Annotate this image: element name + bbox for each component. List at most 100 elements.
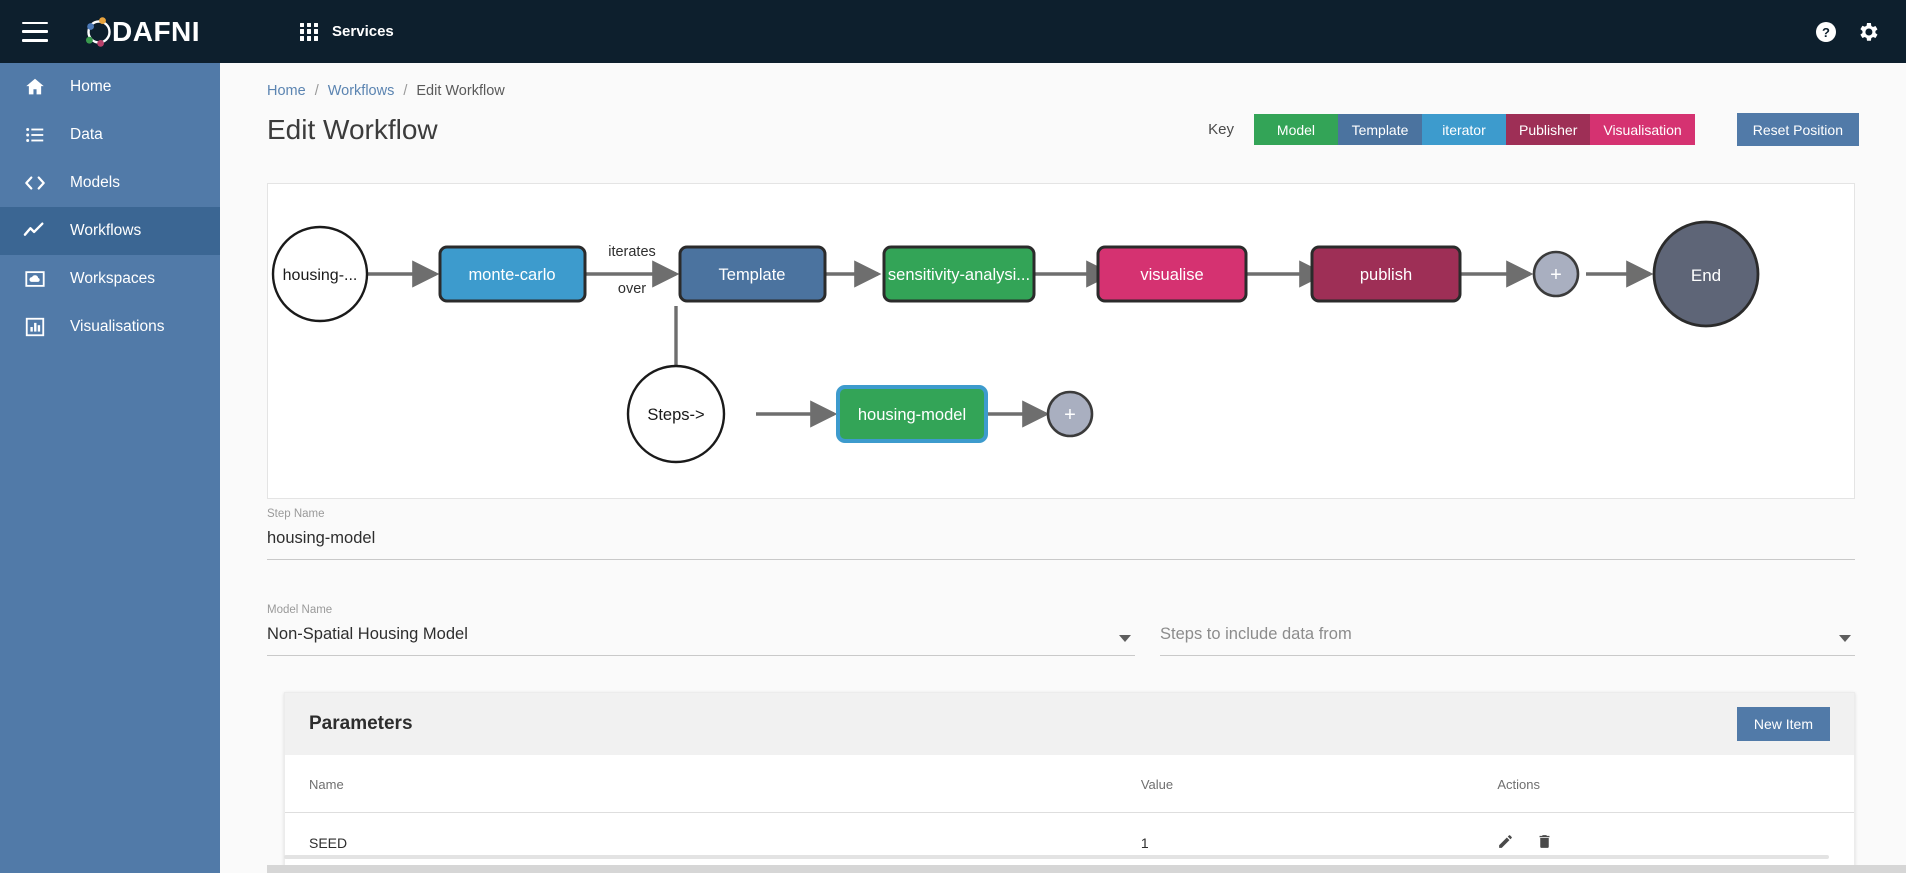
workflow-graph[interactable]: iterates over housing-... monte-carlo Te… xyxy=(268,184,1854,498)
model-name-label: Model Name xyxy=(267,604,333,616)
sidebar-item-home[interactable]: Home xyxy=(0,63,220,111)
graph-node-label: housing-model xyxy=(858,406,966,424)
graph-node-publish[interactable]: publish xyxy=(1310,245,1462,303)
breadcrumb-home[interactable]: Home xyxy=(267,83,306,99)
breadcrumb: Home / Workflows / Edit Workflow xyxy=(267,83,1906,99)
list-icon xyxy=(22,122,48,148)
steps-include-label xyxy=(1160,604,1855,616)
key-chip-model[interactable]: Model xyxy=(1253,114,1338,145)
graph-node-template[interactable]: Template xyxy=(678,245,827,303)
column-header-actions: Actions xyxy=(1497,755,1854,813)
dafni-logo[interactable]: DAFNI xyxy=(82,15,200,49)
help-circle-icon[interactable]: ? xyxy=(1814,20,1838,44)
new-item-button[interactable]: New Item xyxy=(1736,707,1830,741)
edge-label-iterates: iterates xyxy=(608,244,656,260)
apps-grid-icon xyxy=(300,22,319,41)
page-title: Edit Workflow xyxy=(267,113,438,145)
graph-node-label: sensitivity-analysi... xyxy=(888,266,1030,284)
field-underline xyxy=(267,559,1855,560)
graph-node-label: monte-carlo xyxy=(468,266,555,284)
breadcrumb-separator: / xyxy=(314,83,319,99)
model-name-field[interactable]: Model Name Non-Spatial Housing Model xyxy=(267,604,1135,656)
step-name-label: Step Name xyxy=(267,508,325,520)
services-button[interactable]: Services xyxy=(300,22,394,41)
sidebar-item-models[interactable]: Models xyxy=(0,159,220,207)
steps-include-field[interactable]: Steps to include data from xyxy=(1160,604,1855,656)
field-underline xyxy=(1160,655,1855,656)
graph-node-label: visualise xyxy=(1140,266,1203,284)
table-header-row: Name Value Actions xyxy=(285,755,1854,813)
edge-label-over: over xyxy=(618,281,646,297)
step-form: Step Name housing-model Model Name Non-S… xyxy=(267,508,1855,656)
breadcrumb-current: Edit Workflow xyxy=(416,83,505,99)
form-row: Model Name Non-Spatial Housing Model Ste… xyxy=(267,604,1855,656)
trend-line-icon xyxy=(22,218,48,244)
sidebar-item-label: Visualisations xyxy=(70,318,165,335)
key-chip-iterator[interactable]: iterator xyxy=(1421,114,1506,145)
legend-key: Key Model Template iterator Publisher Vi… xyxy=(1208,113,1859,146)
services-label: Services xyxy=(332,23,394,40)
model-name-select-value[interactable]: Non-Spatial Housing Model xyxy=(267,625,468,643)
brand-name: DAFNI xyxy=(112,15,201,47)
field-underline xyxy=(267,655,1135,656)
column-header-name: Name xyxy=(285,755,1141,813)
key-chip-publisher[interactable]: Publisher xyxy=(1505,114,1591,145)
graph-node-label: housing-... xyxy=(283,267,358,284)
parameters-header: Parameters New Item xyxy=(285,693,1854,755)
horizontal-scrollbar-track[interactable] xyxy=(284,855,1829,859)
parameter-value: 1 xyxy=(1140,835,1149,851)
graph-node-add-sub[interactable]: + xyxy=(1046,390,1094,438)
parameters-title: Parameters xyxy=(309,713,413,734)
parameter-name: SEED xyxy=(309,835,348,851)
graph-node-start[interactable]: housing-... xyxy=(271,225,369,323)
breadcrumb-separator: / xyxy=(403,83,408,99)
graph-node-housing-model[interactable]: housing-model xyxy=(836,385,988,443)
sidebar-item-visualisations[interactable]: Visualisations xyxy=(0,303,220,351)
chevron-down-icon[interactable] xyxy=(1119,635,1131,642)
code-brackets-icon xyxy=(22,170,48,196)
cloud-box-icon xyxy=(22,266,48,292)
page-scrollbar[interactable] xyxy=(267,865,1906,873)
svg-text:?: ? xyxy=(1822,25,1830,40)
sidebar-item-workflows[interactable]: Workflows xyxy=(0,207,220,255)
sidebar-item-data[interactable]: Data xyxy=(0,111,220,159)
parameter-actions xyxy=(1497,813,1854,873)
home-icon xyxy=(22,74,48,100)
trash-icon[interactable] xyxy=(1536,833,1553,853)
breadcrumb-workflows[interactable]: Workflows xyxy=(327,83,395,99)
steps-include-placeholder[interactable]: Steps to include data from xyxy=(1160,625,1352,643)
chevron-down-icon[interactable] xyxy=(1839,635,1851,642)
topbar-actions: ? xyxy=(1814,20,1880,44)
gear-icon[interactable] xyxy=(1856,20,1880,44)
graph-node-monte-carlo[interactable]: monte-carlo xyxy=(438,245,587,303)
graph-node-label: Steps-> xyxy=(647,406,704,424)
sidebar-item-label: Models xyxy=(70,174,120,191)
key-chip-visualisation[interactable]: Visualisation xyxy=(1590,114,1695,145)
graph-node-end[interactable]: End xyxy=(1652,220,1760,328)
graph-node-steps[interactable]: Steps-> xyxy=(626,364,726,464)
sidebar-nav: Home Data Models Workflows xyxy=(0,63,220,873)
sidebar-item-workspaces[interactable]: Workspaces xyxy=(0,255,220,303)
sidebar-item-label: Workflows xyxy=(70,222,142,239)
graph-node-sensitivity-analysis[interactable]: sensitivity-analysi... xyxy=(882,245,1036,303)
bar-chart-box-icon xyxy=(22,314,48,340)
top-app-bar: DAFNI Services ? xyxy=(0,0,1906,63)
key-chip-template[interactable]: Template xyxy=(1337,114,1422,145)
graph-edges xyxy=(366,260,1654,428)
workflow-canvas[interactable]: iterates over housing-... monte-carlo Te… xyxy=(267,183,1855,499)
reset-position-button[interactable]: Reset Position xyxy=(1736,113,1859,146)
parameters-panel: Parameters New Item Name Value Actions S… xyxy=(284,692,1855,873)
sidebar-item-label: Data xyxy=(70,126,103,143)
plus-icon: + xyxy=(1064,404,1076,426)
dafni-logo-mark-icon xyxy=(82,15,116,49)
parameters-table: Name Value Actions SEED 1 xyxy=(285,755,1854,873)
step-name-field[interactable]: Step Name housing-model xyxy=(267,508,1855,560)
hamburger-menu-icon[interactable] xyxy=(22,21,48,42)
sidebar-item-label: Home xyxy=(70,78,112,95)
pencil-icon[interactable] xyxy=(1497,833,1514,853)
graph-node-add-main[interactable]: + xyxy=(1532,250,1580,298)
graph-node-label: End xyxy=(1691,266,1721,285)
step-name-input[interactable]: housing-model xyxy=(267,529,376,547)
graph-node-visualise[interactable]: visualise xyxy=(1096,245,1248,303)
key-label: Key xyxy=(1208,121,1234,138)
